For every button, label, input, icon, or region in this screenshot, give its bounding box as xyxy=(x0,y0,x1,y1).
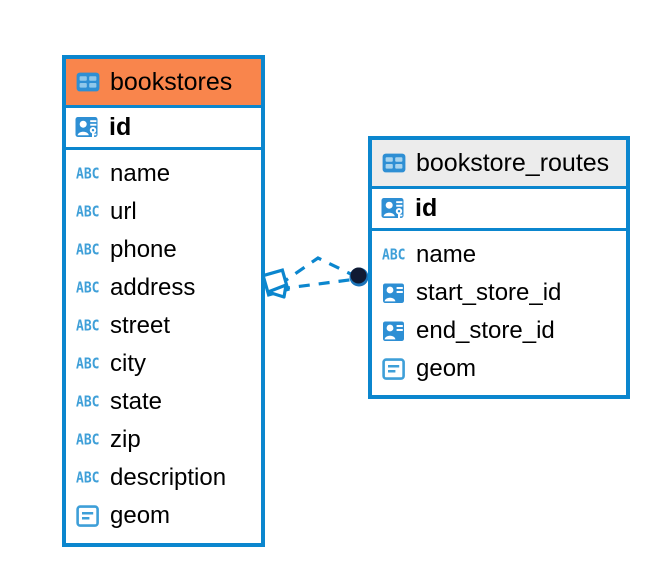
field-label: street xyxy=(110,312,171,339)
field-row-url[interactable]: ABC url xyxy=(66,193,261,231)
primary-key-label: id xyxy=(109,113,132,141)
table-icon xyxy=(382,153,406,173)
field-row-geom[interactable]: geom xyxy=(66,497,261,535)
entity-title: bookstores xyxy=(110,67,233,96)
primary-key-row-bookstore-routes[interactable]: id xyxy=(372,186,626,231)
text-type-icon: ABC xyxy=(76,203,100,221)
field-label: name xyxy=(110,160,171,187)
foreign-key-icon xyxy=(383,321,404,341)
field-label: city xyxy=(110,350,146,377)
relationship-branch-upper xyxy=(278,256,358,287)
field-label: address xyxy=(110,274,196,301)
field-label: name xyxy=(416,241,477,268)
field-row-city[interactable]: ABC city xyxy=(66,345,261,383)
field-label: geom xyxy=(416,355,477,382)
field-label: end_store_id xyxy=(416,317,555,344)
field-row-name[interactable]: ABC name xyxy=(372,236,626,274)
text-type-icon: ABC xyxy=(382,246,406,264)
primary-key-icon xyxy=(381,197,404,219)
table-icon xyxy=(76,72,100,92)
entity-bookstore-routes[interactable]: bookstore_routes id ABC name xyxy=(368,136,630,399)
primary-key-row-bookstores[interactable]: id xyxy=(66,105,261,150)
text-type-icon: ABC xyxy=(76,431,100,449)
field-row-state[interactable]: ABC state xyxy=(66,383,261,421)
field-row-address[interactable]: ABC address xyxy=(66,269,261,307)
entity-header-bookstores[interactable]: bookstores xyxy=(66,59,261,105)
text-type-icon: ABC xyxy=(76,393,100,411)
entity-title: bookstore_routes xyxy=(416,148,610,177)
entity-bookstores[interactable]: bookstores id ABC name ABC xyxy=(62,55,265,547)
foreign-key-icon xyxy=(383,283,404,303)
field-label: description xyxy=(110,464,227,491)
one-cardinality-marker xyxy=(261,268,290,299)
field-row-street[interactable]: ABC street xyxy=(66,307,261,345)
text-type-icon: ABC xyxy=(76,241,100,259)
field-list-bookstore-routes: ABC name start_store_id xyxy=(372,231,626,394)
many-cardinality-marker xyxy=(349,267,369,287)
text-type-icon: ABC xyxy=(76,165,100,183)
field-label: url xyxy=(110,198,137,225)
field-row-name[interactable]: ABC name xyxy=(66,155,261,193)
text-type-icon: ABC xyxy=(76,355,100,373)
entity-header-bookstore-routes[interactable]: bookstore_routes xyxy=(372,140,626,186)
field-row-phone[interactable]: ABC phone xyxy=(66,231,261,269)
field-list-bookstores: ABC name ABC url ABC phone ABC address A… xyxy=(66,150,261,541)
field-label: phone xyxy=(110,236,177,263)
text-type-icon: ABC xyxy=(76,469,100,487)
field-row-end-store-id[interactable]: end_store_id xyxy=(372,312,626,350)
primary-key-label: id xyxy=(415,194,438,222)
primary-key-icon xyxy=(75,116,98,138)
text-type-icon: ABC xyxy=(76,317,100,335)
field-row-zip[interactable]: ABC zip xyxy=(66,421,261,459)
field-label: state xyxy=(110,388,163,415)
relationship-branch-lower xyxy=(278,277,358,291)
geometry-type-icon xyxy=(76,504,99,527)
geometry-type-icon xyxy=(382,357,405,380)
field-row-geom[interactable]: geom xyxy=(372,350,626,388)
field-label: zip xyxy=(110,426,141,453)
field-label: start_store_id xyxy=(416,279,562,306)
text-type-icon: ABC xyxy=(76,279,100,297)
field-row-description[interactable]: ABC description xyxy=(66,459,261,497)
field-row-start-store-id[interactable]: start_store_id xyxy=(372,274,626,312)
field-label: geom xyxy=(110,502,171,529)
